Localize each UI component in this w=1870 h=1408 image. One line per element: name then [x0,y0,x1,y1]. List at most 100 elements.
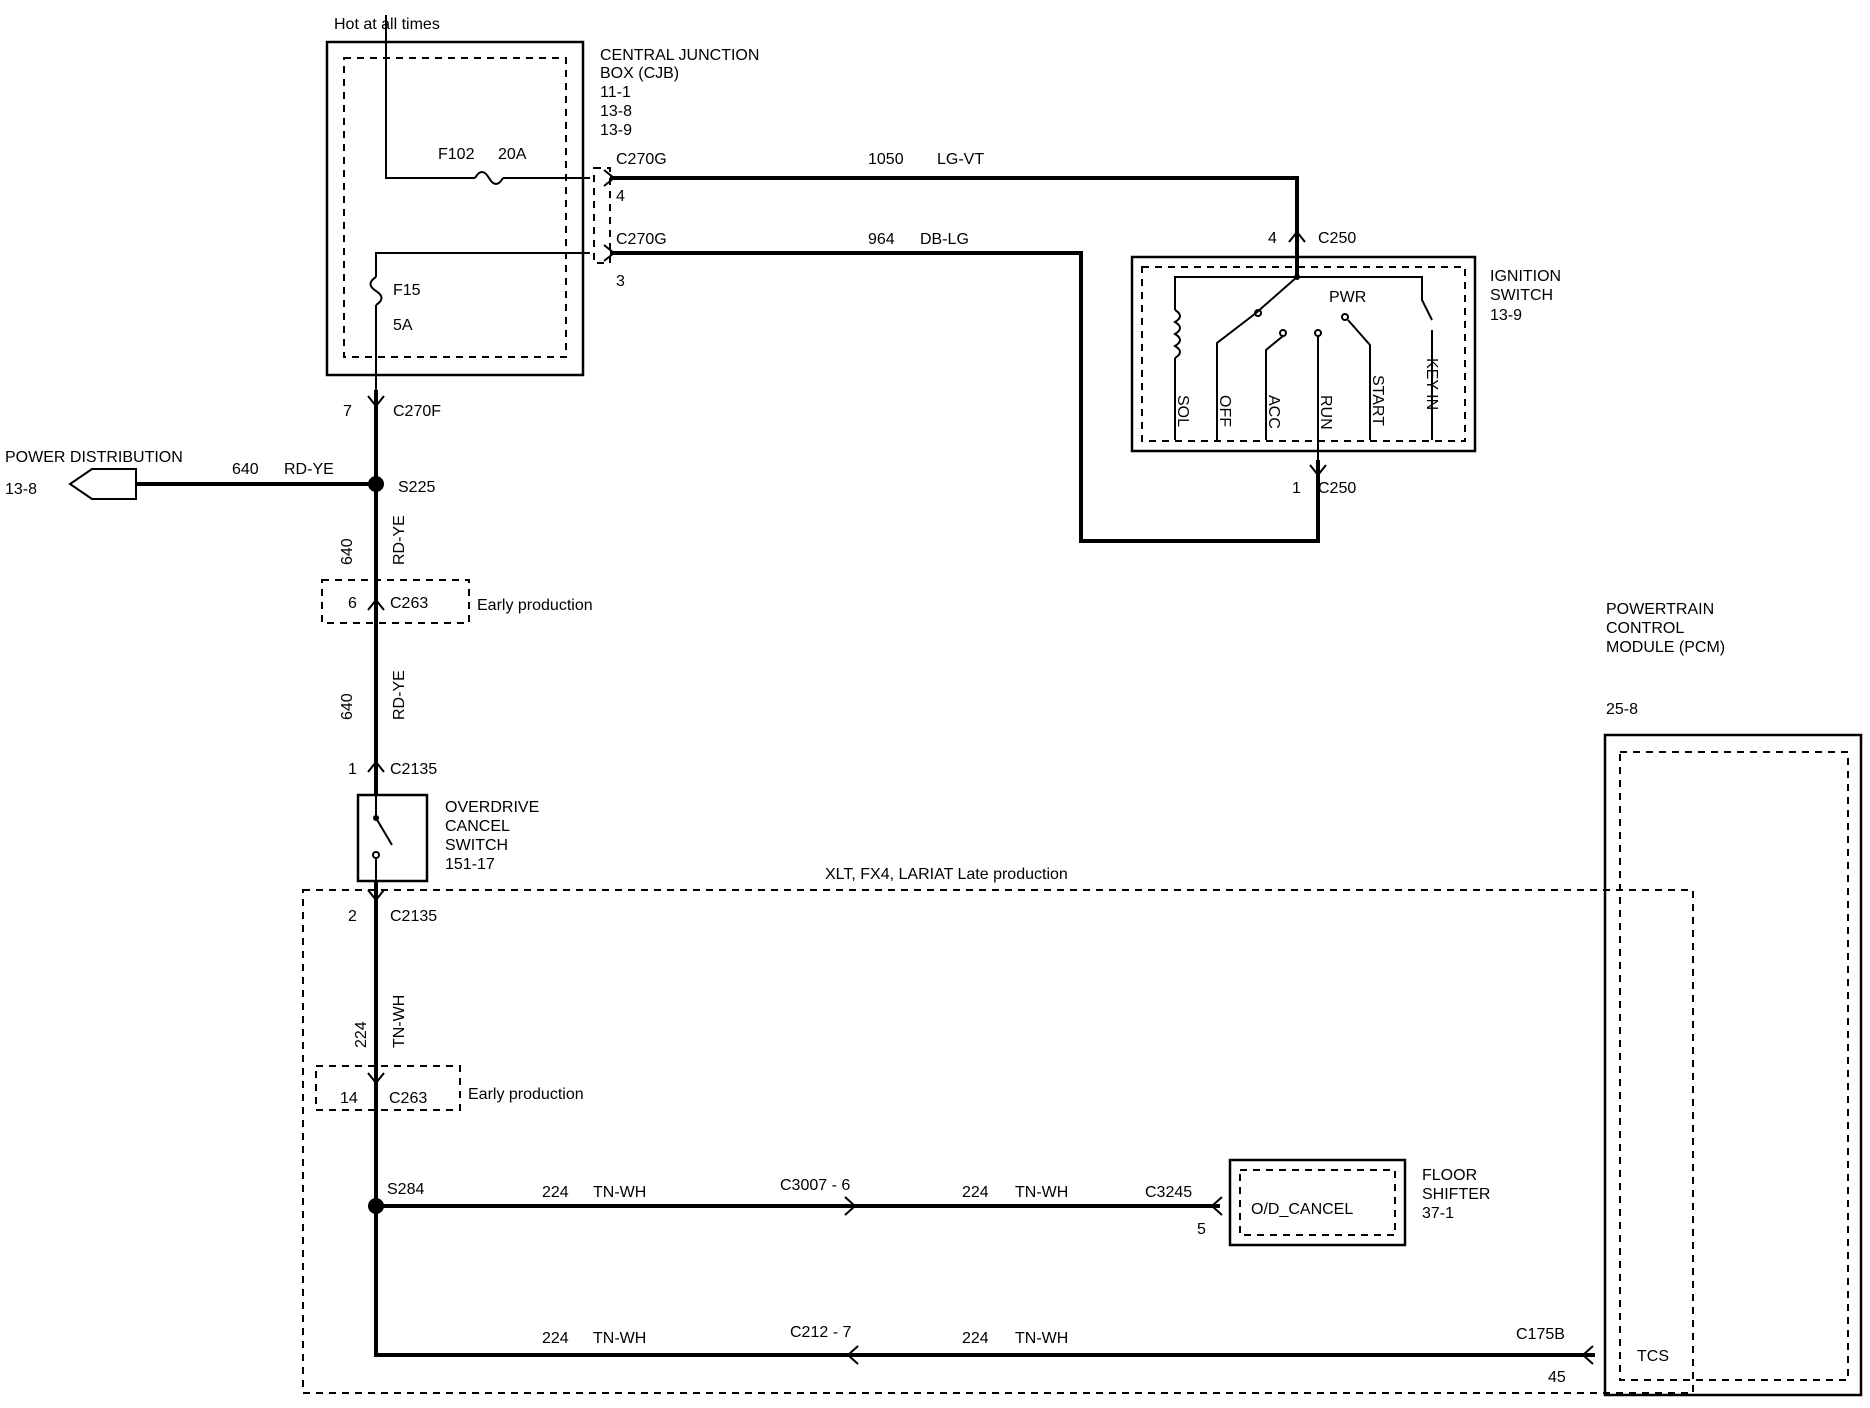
ignition-switch: IGNITION SWITCH 13-9 PWR SOL OFF ACC RUN… [1130,255,1561,475]
early-production-label-2: Early production [468,1086,584,1103]
connector-c2135-bottom-pin: 2 [348,908,357,925]
fuse-f102-label: F102 [438,146,475,163]
wire-224: 2 C2135 224 TN-WH 14 C263 Early producti… [315,881,1595,1386]
fuse-f15-icon [369,276,383,306]
ignition-position-start: START [1369,375,1386,426]
connector-c270g-bottom-pin: 3 [616,273,625,290]
connector-c250-top-icon [1288,230,1306,243]
overdrive-cancel-switch-label-1: OVERDRIVE [445,799,539,816]
connector-c3245-pin: 5 [1197,1221,1206,1238]
late-production-region [302,889,1694,1394]
cjb-ref-2: 13-8 [600,103,632,120]
wire-640-branch-color: RD-YE [284,461,334,478]
connector-c250-bottom-pin: 1 [1292,480,1301,497]
wire-224-color-3: TN-WH [1015,1184,1068,1201]
connector-c263-top-icon [367,598,385,611]
connector-c3007-icon [844,1196,857,1216]
ignition-switch-label-3: 13-9 [1490,307,1522,324]
fuse-f15-label: F15 [393,282,421,299]
floor-shifter: O/D_CANCEL FLOOR SHIFTER 37-1 [1228,1158,1490,1247]
wire-224-number-1: 224 [353,1021,370,1048]
connector-c263-bottom-icon [367,1072,385,1085]
ignition-switch-label-1: IGNITION [1490,268,1561,285]
connector-c212-icon [846,1345,859,1365]
connector-c175b-icon [1581,1345,1594,1365]
connector-c270g-top-label: C270G [616,151,667,168]
wire-640-branch-number: 640 [232,461,259,478]
connector-c263-top-label: C263 [390,595,428,612]
early-production-label-1: Early production [477,597,593,614]
ignition-switch-label-2: SWITCH [1490,287,1553,304]
floor-shifter-label-3: 37-1 [1422,1205,1454,1222]
connector-c2135-bottom-label: C2135 [390,908,437,925]
connector-c263-bottom-pin: 14 [340,1090,358,1107]
fuse-f102-rating: 20A [498,146,527,163]
wire-964-number: 964 [868,231,895,248]
powertrain-control-module: POWERTRAIN CONTROL MODULE (PCM) 25-8 TCS [1603,601,1863,1397]
wire-224-color-5: TN-WH [1015,1330,1068,1347]
ignition-position-key-in: KEY IN [1423,358,1440,410]
connector-c270g-top-icon [603,169,616,187]
wire-1050: C270G 4 1050 LG-VT 4 C250 [603,151,1356,275]
wire-964-color: DB-LG [920,231,969,248]
pcm-signal-tcs: TCS [1637,1348,1669,1365]
connector-c2135-top-label: C2135 [390,761,437,778]
wire-224-color-4: TN-WH [593,1330,646,1347]
wire-964: C270G 3 964 DB-LG 1 C250 [603,231,1356,543]
connector-c212-label: C212 - 7 [790,1324,851,1341]
pcm-label-3: MODULE (PCM) [1606,639,1725,656]
wire-224-color-1: TN-WH [391,995,408,1048]
late-production-label: XLT, FX4, LARIAT Late production [825,866,1068,883]
early-production-c263-top-box [321,579,470,624]
connector-c270g-bottom-icon [603,244,616,262]
wire-224-number-3: 224 [962,1184,989,1201]
connector-c270f-icon [367,395,385,408]
connector-c270f-pin: 7 [343,403,352,420]
connector-c175b-label: C175B [1516,1326,1565,1343]
wire-1050-color: LG-VT [937,151,984,168]
ignition-position-run: RUN [1317,395,1334,430]
floor-shifter-label-2: SHIFTER [1422,1186,1490,1203]
wire-640: 7 C270F S225 POWER DISTRIBUTION 13-8 640… [5,390,593,795]
connector-c2135-bottom-icon [367,889,385,902]
ignition-position-off: OFF [1216,395,1233,427]
connector-c3245-icon [1210,1196,1223,1216]
connector-c3245-label: C3245 [1145,1184,1192,1201]
switch-contact-icon [375,795,393,881]
connector-c250-top-label: C250 [1318,230,1356,247]
connector-c270f-label: C270F [393,403,441,420]
splice-s225-label: S225 [398,479,435,496]
wire-640-color-2: RD-YE [391,670,408,720]
overdrive-cancel-switch-label-3: SWITCH [445,837,508,854]
connector-c2135-top-icon [367,760,385,773]
central-junction-box: Hot at all times CENTRAL JUNCTION BOX (C… [325,15,759,390]
connector-c250-bottom-label: C250 [1318,480,1356,497]
connector-c270g-top-pin: 4 [616,188,625,205]
solenoid-coil-icon [1173,309,1181,440]
power-distribution-label: POWER DISTRIBUTION [5,449,183,466]
floor-shifter-label-1: FLOOR [1422,1167,1477,1184]
ignition-position-sol: SOL [1174,395,1191,427]
cjb-subtitle: BOX (CJB) [600,65,679,82]
connector-c250-top-pin: 4 [1268,230,1277,247]
wire-640-color-1: RD-YE [391,515,408,565]
cjb-ref-3: 13-9 [600,122,632,139]
connector-c2135-top-pin: 1 [348,761,357,778]
pcm-ref: 25-8 [1606,701,1638,718]
overdrive-cancel-switch: OVERDRIVE CANCEL SWITCH 151-17 [356,793,539,883]
overdrive-cancel-switch-label-2: CANCEL [445,818,510,835]
wire-224-number-4: 224 [542,1330,569,1347]
connector-c263-top-pin: 6 [348,595,357,612]
ignition-switch-contact-icon [1216,276,1298,440]
wire-640-number-2: 640 [339,693,356,720]
power-distribution-ref: 13-8 [5,481,37,498]
wire-1050-number: 1050 [868,151,904,168]
connector-c175b-pin: 45 [1548,1369,1566,1386]
connector-c270g-bottom-label: C270G [616,231,667,248]
wire-640-number-1: 640 [339,538,356,565]
ignition-switch-pwr-label: PWR [1329,289,1366,306]
wire-224-number-2: 224 [542,1184,569,1201]
pcm-label-1: POWERTRAIN [1606,601,1714,618]
overdrive-cancel-switch-label-4: 151-17 [445,856,495,873]
